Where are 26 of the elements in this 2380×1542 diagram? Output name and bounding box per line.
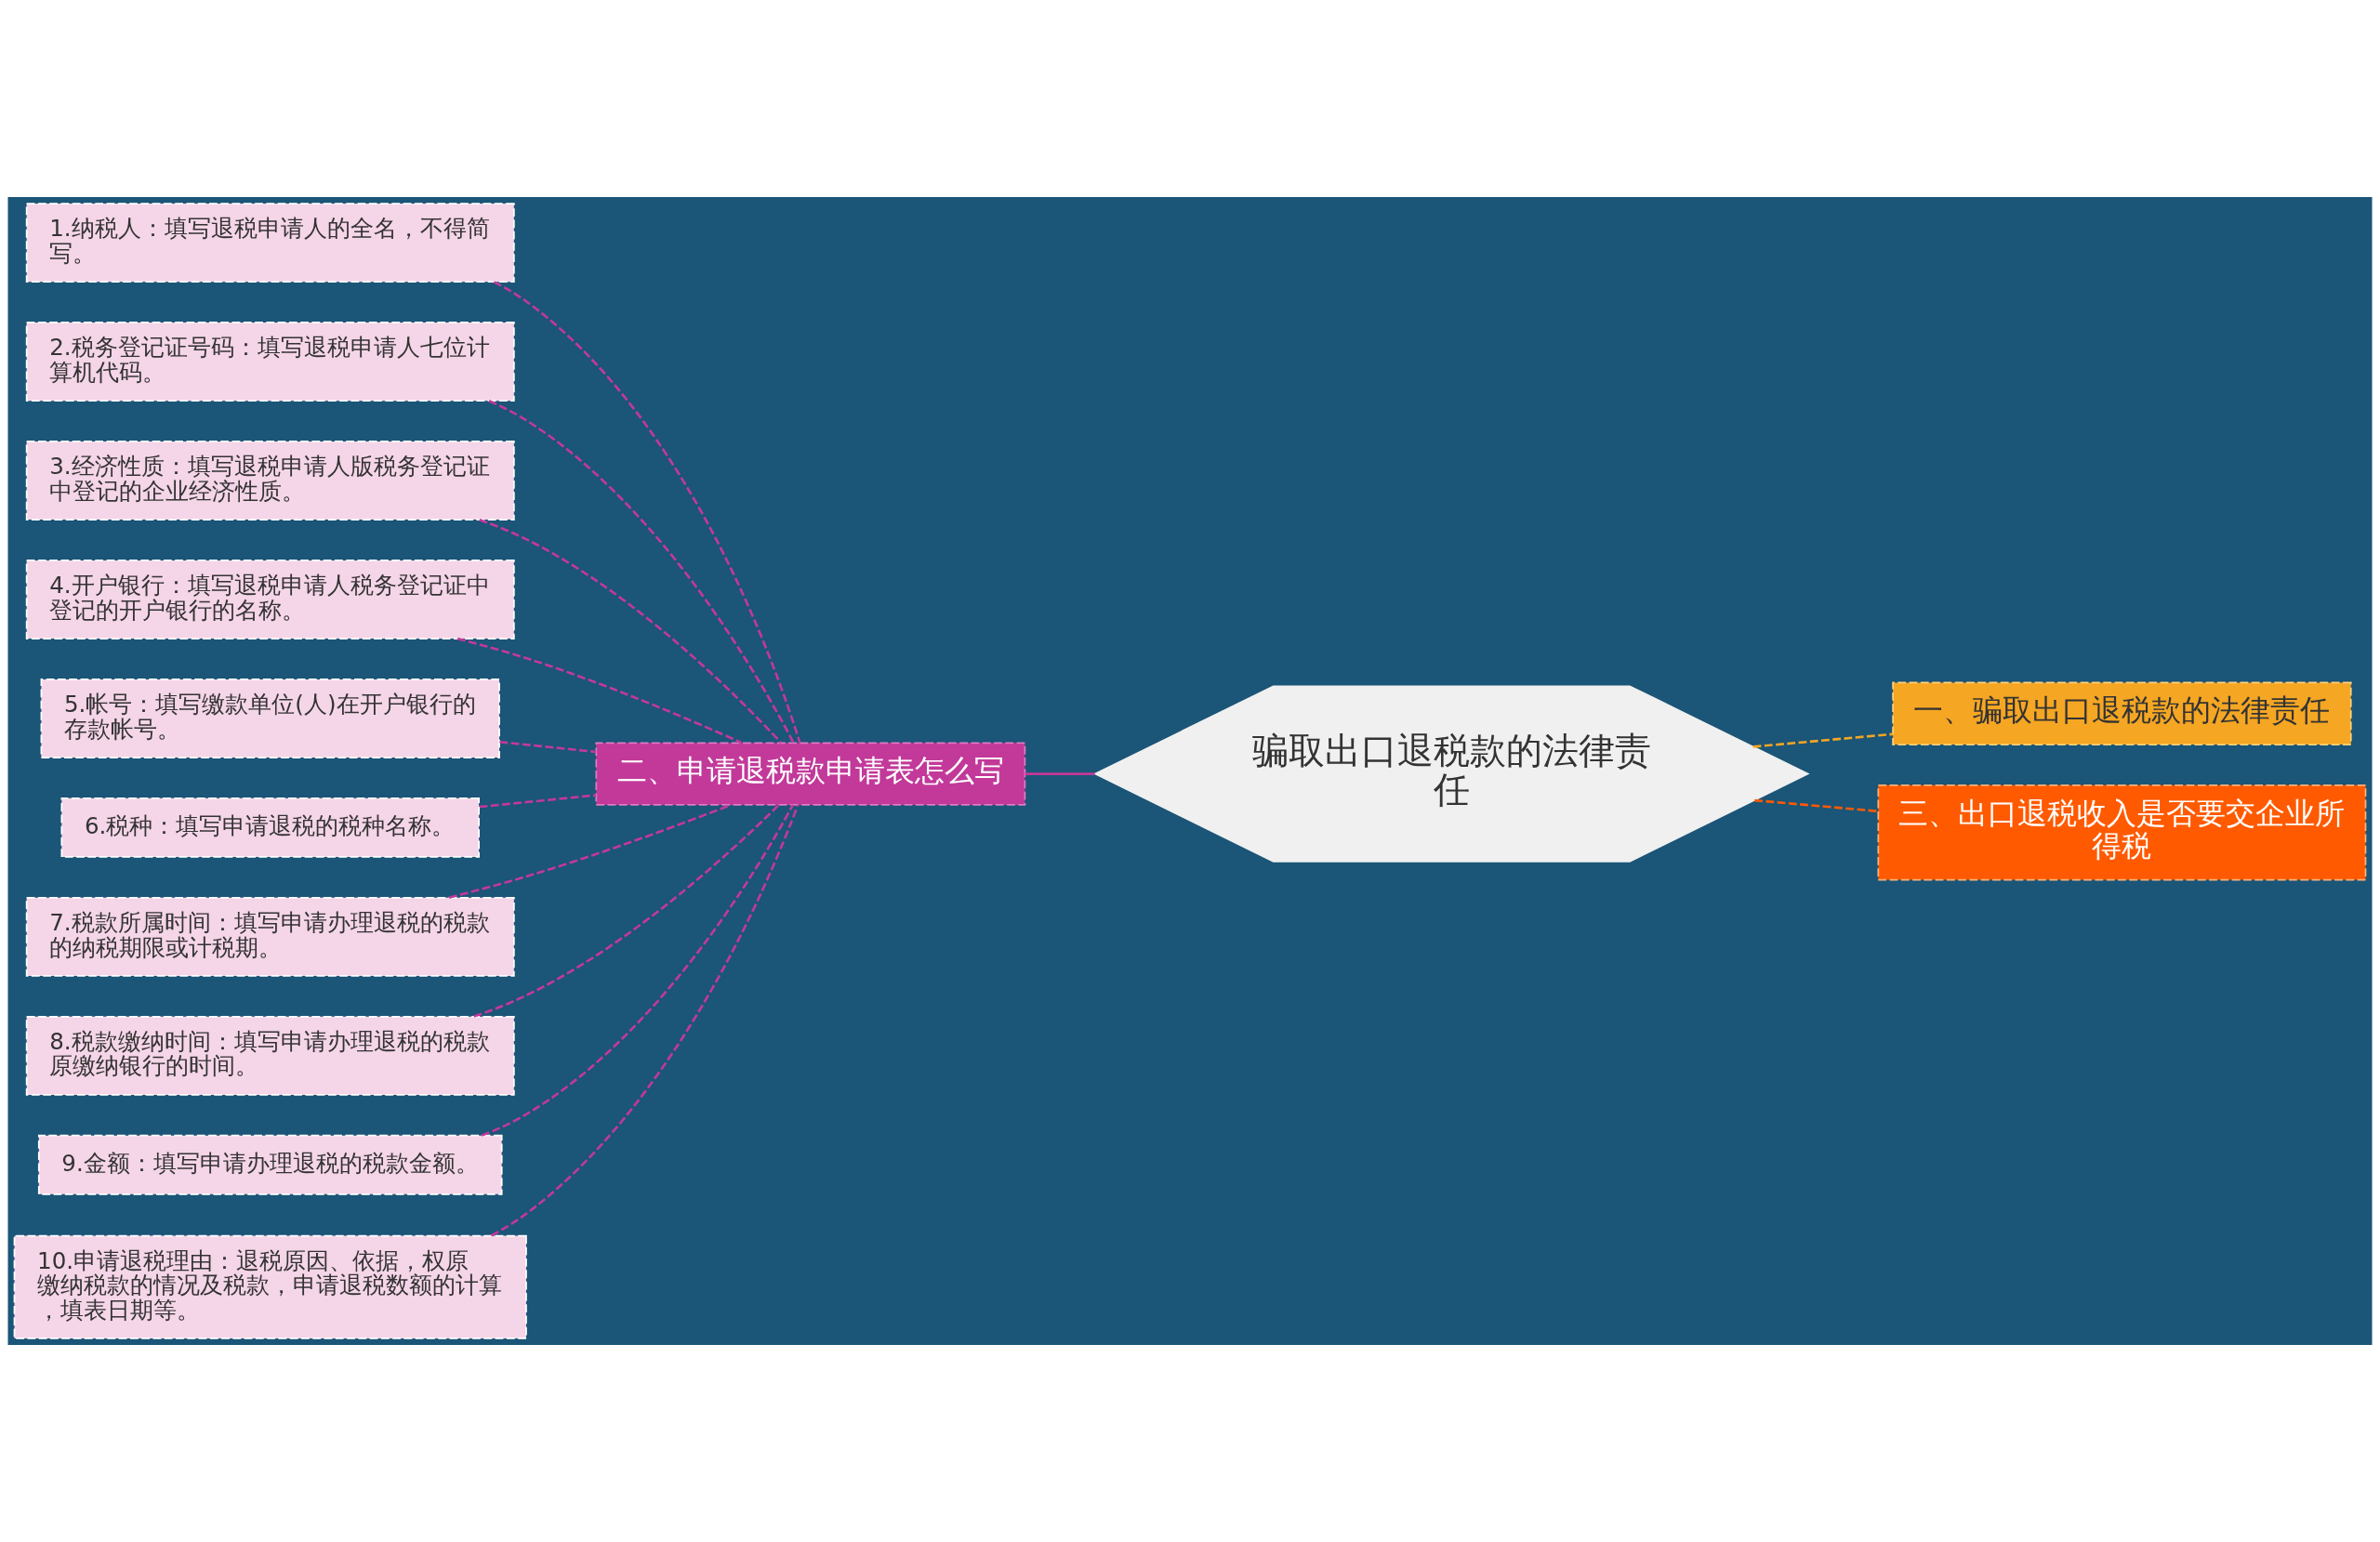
node-box: 二、申请退税款申请表怎么写 <box>595 742 1026 806</box>
connector <box>473 804 779 1018</box>
connector <box>1754 798 1879 813</box>
connector <box>479 519 782 744</box>
connector <box>1752 732 1893 748</box>
node-box: 7.税款所属时间：填写申请办理退税的税款的纳税期限或计税期。 <box>25 896 515 977</box>
connector <box>493 281 801 744</box>
node-box: 8.税款缴纳时间：填写申请办理退税的税款原缴纳银行的时间。 <box>25 1015 515 1096</box>
node-box: 4.开户银行：填写退税申请人税务登记证中登记的开户银行的名称。 <box>25 560 515 639</box>
connector <box>490 804 800 1237</box>
node-box: 一、骗取出口退税款的法律责任 <box>1892 681 2352 745</box>
connector <box>488 400 795 744</box>
node-box: 5.帐号：填写缴款单位(人)在开户银行的存款帐号。 <box>40 679 500 758</box>
connector <box>499 740 597 754</box>
connector <box>481 804 795 1137</box>
node-box: 9.金额：填写申请办理退税的税款金额。 <box>37 1134 503 1195</box>
connector <box>479 794 597 809</box>
node-box: 2.税务登记证号码：填写退税申请人七位计算机代码。 <box>25 322 515 402</box>
node-box: 3.经济性质：填写退税申请人版税务登记证中登记的企业经济性质。 <box>25 441 515 521</box>
connector <box>448 803 732 899</box>
node-box: 10.申请退税理由：退税原因、依据，权原缴纳税款的情况及税款，申请退税数额的计算，填表日期等。 <box>13 1234 527 1339</box>
node-box: 1.纳税人：填写退税申请人的全名，不得简写。 <box>25 203 515 283</box>
connector <box>456 637 743 745</box>
node-box: 三、出口退税收入是否要交企业所得税 <box>1877 784 2367 881</box>
node-box: 6.税种：填写申请退税的税种名称。 <box>60 797 480 858</box>
connector <box>1025 772 1095 775</box>
